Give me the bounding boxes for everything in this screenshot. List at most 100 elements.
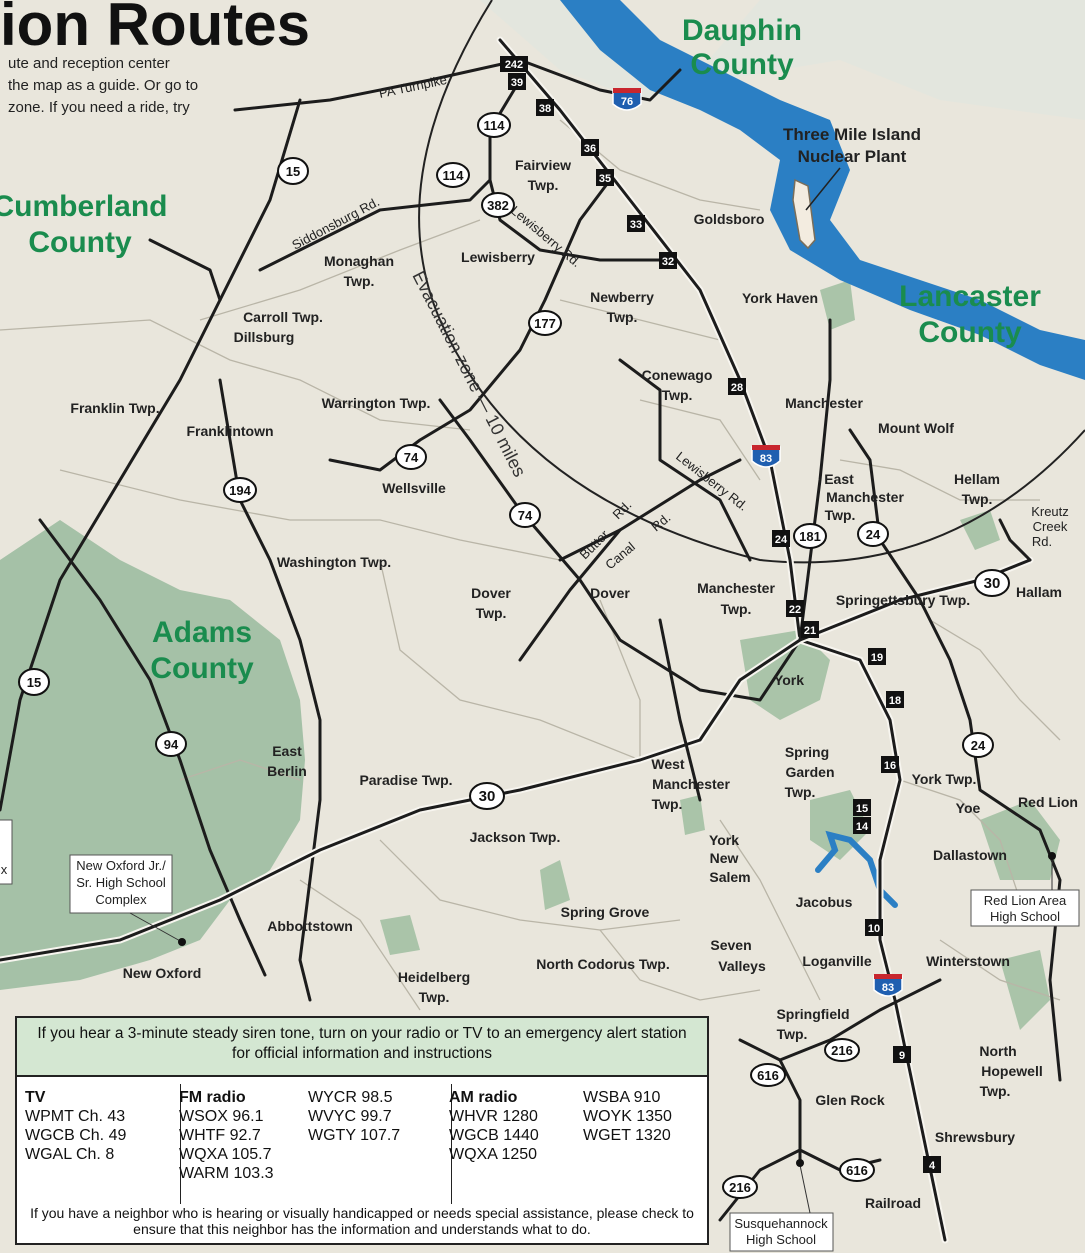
route-30-shield: 30 — [974, 569, 1010, 597]
fm-station: WVYC 99.7 — [308, 1108, 392, 1125]
svg-text:32: 32 — [662, 256, 674, 268]
am-station: WQXA 1250 — [449, 1146, 538, 1163]
place-red-lion: Red Lion — [1018, 794, 1078, 810]
svg-text:194: 194 — [229, 483, 251, 498]
place-labels: Fairview Twp. Goldsboro Monaghan Twp. Le… — [70, 157, 1078, 1211]
place-manchester-twp-2: Twp. — [721, 601, 752, 617]
place-hallam: Hallam — [1016, 584, 1062, 600]
place-manchester-twp-1: Manchester — [697, 580, 775, 596]
place-hellam-twp-2: Twp. — [962, 491, 993, 507]
place-york: York — [774, 672, 804, 688]
svg-text:36: 36 — [584, 143, 596, 155]
county-cumberland-1: Cumberland — [0, 190, 168, 223]
plant-label-1: Three Mile Island — [783, 125, 921, 144]
svg-text:18: 18 — [889, 695, 901, 707]
route-216-shield: 216 — [722, 1175, 758, 1199]
svg-text:83: 83 — [760, 453, 772, 465]
place-east-manchester-2: Manchester — [826, 489, 904, 505]
svg-text:76: 76 — [621, 96, 633, 108]
svg-text:22: 22 — [789, 604, 801, 616]
svg-text:19: 19 — [871, 652, 883, 664]
place-west-manchester-3: Twp. — [652, 796, 683, 812]
place-heidelberg-2: Twp. — [419, 989, 450, 1005]
place-carroll-2: Dillsburg — [234, 329, 295, 345]
svg-text:38: 38 — [539, 103, 551, 115]
route-94-shield: 94 — [155, 731, 187, 757]
svg-text:94: 94 — [164, 737, 179, 752]
route-74-shield: 74 — [395, 444, 427, 470]
exit-marker: 24 — [772, 530, 790, 547]
place-shrewsbury: Shrewsbury — [935, 1129, 1015, 1145]
route-216-shield: 216 — [824, 1038, 860, 1062]
place-spring-garden-1: Spring — [785, 744, 829, 760]
county-lancaster-2: County — [918, 316, 1022, 349]
place-mount-wolf: Mount Wolf — [878, 420, 954, 436]
svg-text:Complex: Complex — [95, 892, 147, 907]
siren-instructions: If you hear a 3-minute steady siren tone… — [17, 1018, 707, 1077]
place-spring-garden-3: Twp. — [785, 784, 816, 800]
place-goldsboro: Goldsboro — [694, 211, 765, 227]
am-station: WOYK 1350 — [583, 1108, 672, 1125]
svg-text:Red Lion Area: Red Lion Area — [984, 893, 1067, 908]
svg-text:14: 14 — [856, 821, 869, 833]
exit-marker: 19 — [868, 648, 886, 665]
svg-text:15: 15 — [856, 803, 868, 815]
place-paradise: Paradise Twp. — [359, 772, 452, 788]
tv-station: WGAL Ch. 8 — [25, 1146, 115, 1163]
county-dauphin-1: Dauphin — [682, 14, 802, 47]
place-york-haven: York Haven — [742, 290, 818, 306]
place-york-new-salem-2: New — [710, 850, 739, 866]
callout-new-oxford-hs: New Oxford Jr./ Sr. High School Complex — [69, 854, 186, 946]
place-wellsville: Wellsville — [382, 480, 446, 496]
place-spring-grove: Spring Grove — [561, 904, 650, 920]
place-jacobus: Jacobus — [796, 894, 853, 910]
place-winterstown: Winterstown — [926, 953, 1010, 969]
place-north-hopewell-2: Hopewell — [981, 1063, 1042, 1079]
divider — [451, 1084, 452, 1204]
county-adams-1: Adams — [152, 616, 252, 649]
three-mile-island — [792, 178, 816, 250]
place-west-manchester-2: Manchester — [652, 776, 730, 792]
route-194-shield: 194 — [223, 477, 257, 503]
exit-marker: 9 — [893, 1046, 911, 1063]
svg-text:16: 16 — [884, 760, 896, 772]
place-york-twp: York Twp. — [912, 771, 977, 787]
exit-marker: 18 — [886, 691, 904, 708]
route-24-shield: 24 — [857, 521, 889, 547]
place-east-manchester-1: East — [824, 471, 854, 487]
place-manchester: Manchester — [785, 395, 863, 411]
route-181-shield: 181 — [793, 523, 827, 549]
route-15-shield: 15 — [18, 668, 50, 696]
svg-text:4: 4 — [929, 1160, 936, 1172]
svg-text:35: 35 — [599, 173, 611, 185]
place-fairview-2: Twp. — [528, 177, 559, 193]
place-heidelberg-1: Heidelberg — [398, 969, 470, 985]
place-new-oxford: New Oxford — [123, 965, 202, 981]
route-177-shield: 177 — [528, 310, 562, 336]
exit-marker: 39 — [508, 73, 526, 90]
county-adams-2: County — [150, 652, 254, 685]
place-north-hopewell-3: Twp. — [980, 1083, 1011, 1099]
place-kreutz-3: Rd. — [1032, 534, 1052, 549]
svg-text:24: 24 — [775, 534, 788, 546]
svg-text:39: 39 — [511, 77, 523, 89]
am-station: WHVR 1280 — [449, 1108, 538, 1125]
place-monaghan-2: Twp. — [344, 273, 375, 289]
exit-marker: 28 — [728, 378, 746, 395]
exit-marker: 33 — [627, 215, 645, 232]
exit-marker: 10 — [865, 919, 883, 936]
place-monaghan-1: Monaghan — [324, 253, 394, 269]
neighbor-assistance-note: If you have a neighbor who is hearing or… — [30, 1205, 694, 1237]
fm-column-2: WYCR 98.5 WVYC 99.7 WGTY 107.7 — [308, 1088, 400, 1145]
intro-line-2: the map as a guide. Or go to — [8, 77, 198, 94]
am-column-1: AM radio WHVR 1280 WGCB 1440 WQXA 1250 — [449, 1088, 539, 1164]
place-jackson: Jackson Twp. — [470, 829, 561, 845]
callout-red-lion-hs: Red Lion Area High School — [970, 852, 1080, 927]
svg-text:216: 216 — [729, 1180, 751, 1195]
place-west-manchester-1: West — [651, 756, 685, 772]
place-conewago-1: Conewago — [642, 367, 713, 383]
exit-marker: 35 — [596, 169, 614, 186]
interstate-83-shield: 83 — [751, 445, 781, 468]
callout-susquehannock-hs: Susquehannock High School — [729, 1159, 834, 1252]
place-seven-valleys-2: Valleys — [718, 958, 766, 974]
